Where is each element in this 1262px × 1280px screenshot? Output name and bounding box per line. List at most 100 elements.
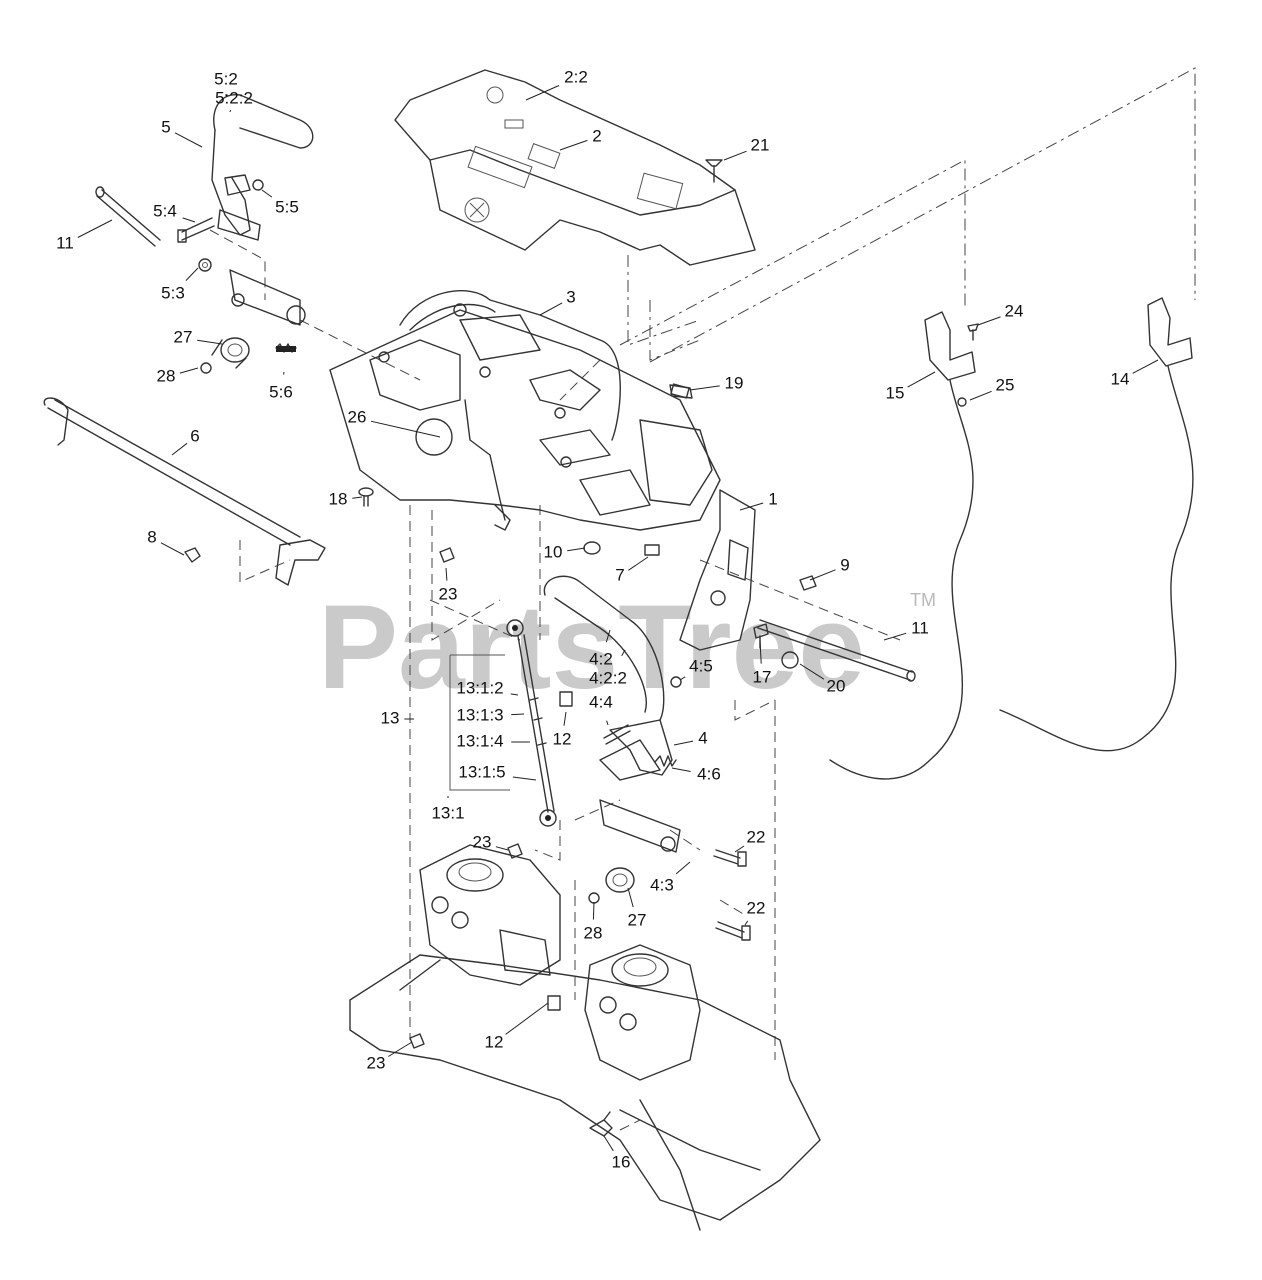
callout-c-9: 9 bbox=[840, 555, 849, 574]
screw-part-21 bbox=[705, 159, 723, 183]
nut-part-4-5 bbox=[670, 676, 682, 688]
callout-c-7: 7 bbox=[615, 565, 624, 584]
leader-c-28b bbox=[592, 901, 595, 920]
leader-c-11b bbox=[883, 632, 907, 641]
callout-c-13-1-3: 13:1:3 bbox=[456, 705, 503, 724]
leader-c-24 bbox=[977, 316, 1001, 326]
callout-c-14: 14 bbox=[1111, 369, 1130, 388]
callout-c-28a: 28 bbox=[157, 366, 176, 385]
bolt-part-7 bbox=[644, 544, 660, 556]
control-lever-part-4 bbox=[543, 575, 681, 853]
callout-c-15: 15 bbox=[886, 383, 905, 402]
callout-c-4: 4 bbox=[698, 728, 707, 747]
callout-c-17: 17 bbox=[753, 667, 772, 686]
cross-tube-part-6 bbox=[43, 397, 326, 586]
nut-part-5-3 bbox=[198, 258, 212, 272]
leader-c-23a bbox=[445, 567, 448, 581]
leader-c-3 bbox=[539, 302, 563, 316]
leader-c-12a bbox=[563, 711, 567, 726]
leader-c-21 bbox=[723, 150, 747, 161]
leader-c-22a bbox=[734, 845, 745, 853]
bolt-part-5-4 bbox=[177, 217, 215, 243]
callout-c-5-4: 5:4 bbox=[153, 201, 177, 220]
nut-part-5-5 bbox=[252, 179, 264, 191]
throttle-lever-part-15 bbox=[829, 311, 976, 780]
callout-c-18: 18 bbox=[329, 489, 348, 508]
bushing-part-27-lower bbox=[605, 867, 635, 893]
leader-c-14 bbox=[1132, 359, 1159, 374]
leader-c-2-2 bbox=[525, 85, 560, 101]
callout-c-16: 16 bbox=[612, 1152, 631, 1171]
callout-c-24: 24 bbox=[1005, 301, 1024, 320]
alignment-lines bbox=[209, 67, 1196, 1131]
leader-c-4-3 bbox=[675, 861, 691, 875]
bushing-part-20 bbox=[781, 651, 799, 669]
hydro-pump-left bbox=[419, 844, 561, 986]
partstree-watermark: PartsTree bbox=[318, 580, 865, 714]
callout-c-5-3: 5:3 bbox=[161, 283, 185, 302]
leader-c-23c bbox=[388, 1041, 413, 1057]
bolt-part-22-upper bbox=[713, 849, 747, 867]
leader-c-11a bbox=[77, 219, 113, 238]
leader-c-4 bbox=[673, 740, 694, 746]
nut-part-9 bbox=[799, 575, 817, 591]
callout-c-3: 3 bbox=[566, 287, 575, 306]
bracket-part-1 bbox=[679, 489, 756, 651]
callout-c-4-3: 4:3 bbox=[650, 875, 674, 894]
linkage-part-13 bbox=[449, 619, 557, 827]
frame-part-3 bbox=[329, 290, 721, 531]
leader-c-13-1-5 bbox=[512, 776, 537, 781]
callout-c-10: 10 bbox=[544, 542, 563, 561]
callout-c-23c: 23 bbox=[367, 1053, 386, 1072]
pin-part-18 bbox=[358, 487, 374, 507]
callout-c-5-5: 5:5 bbox=[275, 197, 299, 216]
callout-c-13-1-4: 13:1:4 bbox=[456, 731, 503, 750]
leader-c-27a bbox=[197, 339, 223, 345]
callout-c-19: 19 bbox=[725, 373, 744, 392]
callout-c-5: 5 bbox=[161, 117, 170, 136]
bolt-part-4-4 bbox=[603, 724, 631, 745]
leader-c-28a bbox=[179, 367, 199, 374]
console-cover-part-2 bbox=[394, 69, 756, 266]
leader-c-9 bbox=[809, 569, 836, 581]
leader-c-19 bbox=[689, 385, 720, 391]
bushing-part-27-upper bbox=[211, 337, 250, 369]
leader-c-20 bbox=[799, 663, 825, 680]
hydro-pump-right bbox=[584, 944, 701, 1081]
callout-c-21: 21 bbox=[751, 135, 770, 154]
callout-leader-lines bbox=[77, 85, 1159, 1152]
leader-c-16 bbox=[603, 1135, 614, 1152]
leader-c-5-3 bbox=[185, 267, 199, 281]
callout-c-22a: 22 bbox=[747, 827, 766, 846]
leader-c-22b bbox=[744, 920, 749, 926]
leader-c-2 bbox=[559, 139, 588, 151]
screw-part-24 bbox=[967, 323, 979, 341]
spacer-part-12-upper bbox=[559, 691, 573, 707]
callout-c-13-1-5: 13:1:5 bbox=[458, 762, 505, 781]
leader-c-12b bbox=[505, 1002, 549, 1035]
callout-c-27b: 27 bbox=[628, 910, 647, 929]
fitting-part-16 bbox=[589, 1111, 613, 1137]
leader-c-5-4 bbox=[182, 217, 196, 223]
callout-c-28b: 28 bbox=[584, 923, 603, 942]
callout-c-13: 13 bbox=[381, 708, 400, 727]
callout-c-13-1: 13:1 bbox=[431, 803, 464, 822]
leader-c-13-1-3 bbox=[511, 713, 525, 716]
chassis-plate bbox=[349, 954, 821, 1231]
callout-c-12b: 12 bbox=[485, 1032, 504, 1051]
leader-c-13-1-2 bbox=[510, 693, 519, 696]
leader-c-18 bbox=[352, 496, 363, 499]
callout-c-4-2-2: 4:2:2 bbox=[589, 668, 627, 687]
callout-c-20: 20 bbox=[827, 676, 846, 695]
callout-c-4-5: 4:5 bbox=[689, 656, 713, 675]
callout-c-2: 2 bbox=[592, 126, 601, 145]
callout-c-26: 26 bbox=[348, 407, 367, 426]
leader-c-27b bbox=[627, 887, 634, 908]
leader-c-8 bbox=[160, 542, 185, 556]
leader-c-10 bbox=[567, 547, 586, 552]
callout-c-23a: 23 bbox=[439, 584, 458, 603]
leader-c-4-5 bbox=[679, 676, 686, 681]
leader-c-5 bbox=[174, 132, 203, 148]
